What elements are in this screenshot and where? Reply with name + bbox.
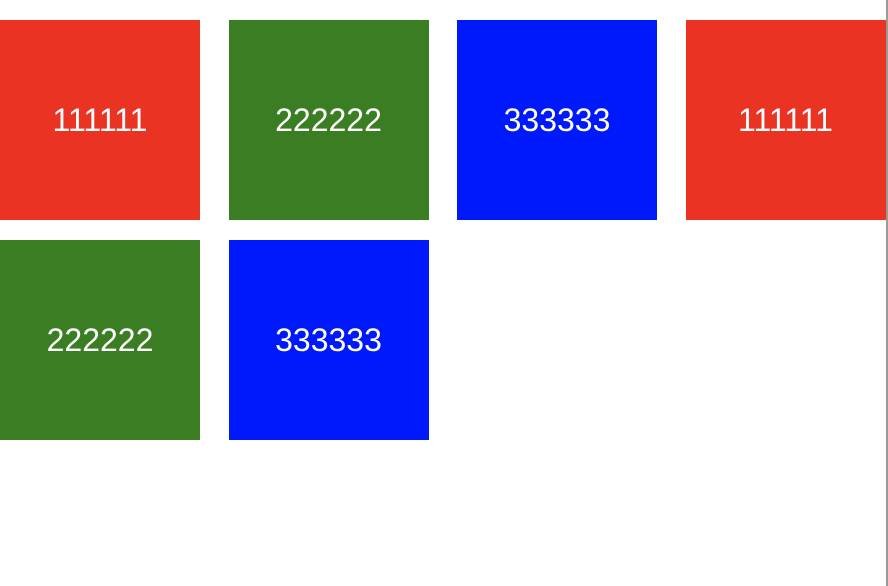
window-right-edge [886,0,888,586]
tile-6-label: 333333 [275,321,382,358]
tile-4-label: 111111 [738,101,833,138]
tile-5: 222222 [0,240,200,440]
tile-3-label: 333333 [503,101,611,138]
tile-grid: 111111 222222 333333 111111 222222 33333… [0,20,886,440]
tile-2-label: 222222 [275,101,382,138]
tile-1: 111111 [0,20,200,220]
tile-6: 333333 [228,240,429,440]
tile-2: 222222 [228,20,429,220]
tile-3: 333333 [457,20,657,220]
tile-1-label: 111111 [52,101,148,138]
tile-5-label: 222222 [46,321,154,358]
tile-4: 111111 [685,20,886,220]
